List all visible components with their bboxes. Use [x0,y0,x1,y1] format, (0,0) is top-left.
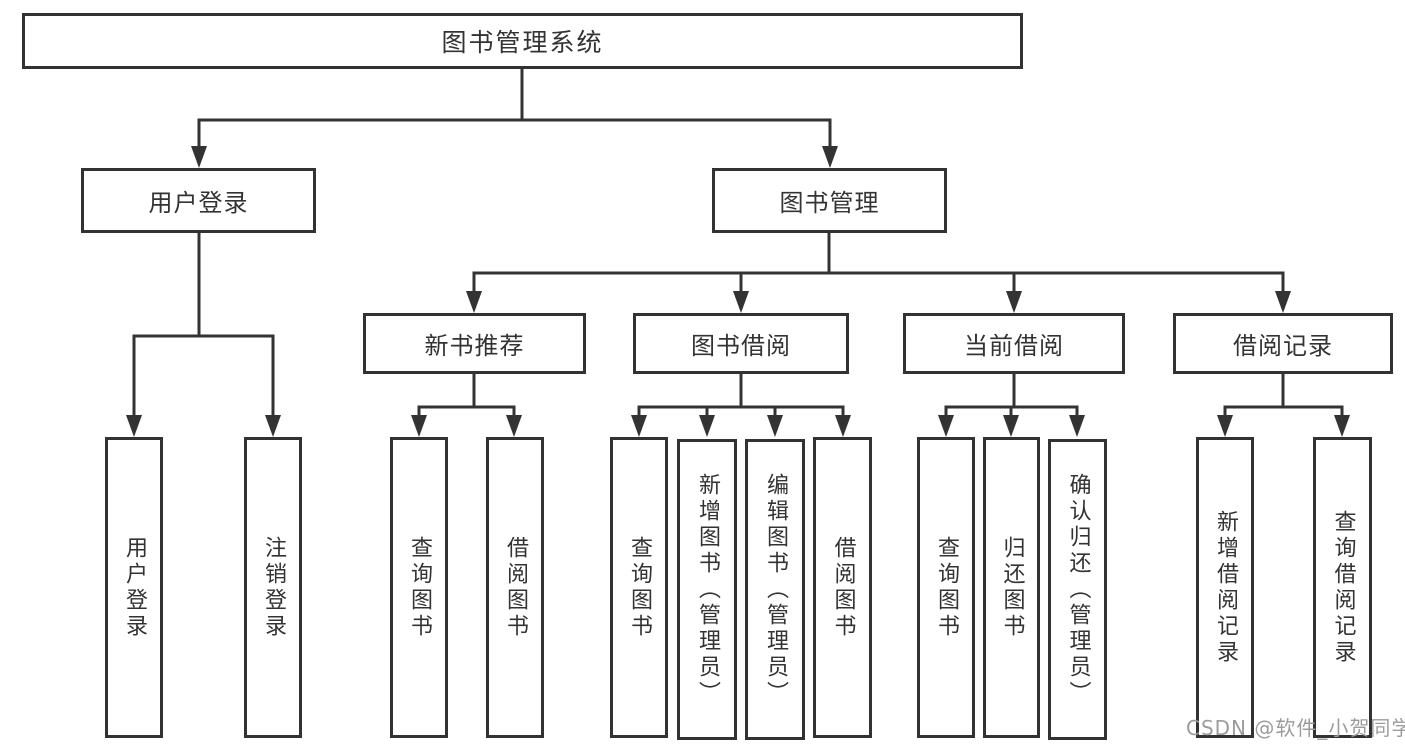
node-leaf-borrow-borrow-books: 借阅图书 [813,437,872,738]
node-leaf-records-add-record: 新增借阅记录 [1196,437,1254,738]
node-leaf-current-return-books: 归还图书 [983,437,1040,738]
node-leaf-borrow-edit-books-admin: 编辑图书（管理员） [745,439,805,740]
node-leaf-records-query-record: 查询借阅记录 [1313,437,1372,738]
node-book-borrowing: 图书借阅 [633,313,849,374]
node-book-management: 图书管理 [712,168,947,233]
node-leaf-current-confirm-return-admin: 确认归还（管理员） [1048,439,1107,740]
node-leaf-borrow-query-books: 查询图书 [610,437,668,738]
node-leaf-current-query-books: 查询图书 [917,437,975,738]
csdn-watermark: CSDN @软件_小贺同学 [1186,716,1405,740]
node-new-book-recommendation: 新书推荐 [363,313,586,374]
node-leaf-logout-login: 注销登录 [244,437,302,738]
node-current-borrowing: 当前借阅 [903,313,1125,374]
node-borrowing-records: 借阅记录 [1173,313,1393,374]
node-leaf-user-login: 用户登录 [105,437,163,738]
node-leaf-borrow-add-books-admin: 新增图书（管理员） [677,439,737,740]
node-library-management-system: 图书管理系统 [22,13,1023,69]
node-user-login: 用户登录 [81,168,316,233]
node-leaf-recommend-borrow-books: 借阅图书 [486,437,544,738]
arrowheads [126,146,1350,437]
node-leaf-recommend-query-books: 查询图书 [390,437,448,738]
